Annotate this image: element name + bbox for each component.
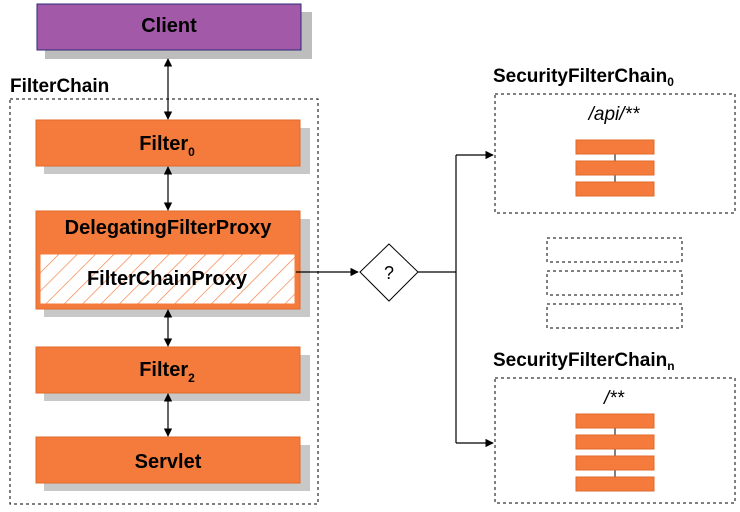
placeholder-chain [546,270,683,296]
security-filter-chain-n-pattern: /** [602,388,625,409]
decision-label: ? [384,263,394,283]
security-filter-chain-0-pattern: /api/** [587,104,640,125]
mini-filter-bar [575,160,655,176]
placeholder-chain [546,237,683,263]
client-node: Client [36,3,312,59]
placeholder-chain [546,303,683,329]
delegating-filter-proxy-label: DelegatingFilterProxy [65,217,273,239]
mini-filter-bar [575,476,655,492]
decision-diamond: ? [359,243,419,302]
filter-chain-proxy-node: FilterChainProxy [39,253,296,305]
security-filter-chain-0: SecurityFilterChain0 /api/** [493,66,736,214]
mini-filter-bar [575,413,655,429]
delegating-filter-proxy-node: DelegatingFilterProxy FilterChainProxy [35,210,310,317]
mini-filter-bar [575,434,655,450]
branch-connectors [418,150,494,448]
security-filter-chain-n: SecurityFilterChainn /** [493,350,736,504]
filter-0-label: Filter0 [139,133,195,159]
security-filter-chain-0-filters [575,139,655,197]
filter-chain-container: FilterChain [9,76,319,505]
mini-filter-bar [575,455,655,471]
filter-2-label: Filter2 [139,359,195,385]
filter-2-node: Filter2 [35,346,310,401]
additional-security-filter-chains [546,237,683,329]
filter-chain-title: FilterChain [10,76,109,97]
servlet-node: Servlet [35,436,310,491]
servlet-label: Servlet [135,451,202,473]
client-label: Client [141,15,197,37]
security-filter-chain-n-title: SecurityFilterChainn [493,350,675,373]
security-filter-chain-n-filters [575,413,655,492]
mini-filter-bar [575,139,655,155]
filter-0-node: Filter0 [35,119,310,174]
security-filter-chain-0-title: SecurityFilterChain0 [493,66,674,89]
filter-chain-proxy-label: FilterChainProxy [87,268,248,290]
mini-filter-bar [575,181,655,197]
